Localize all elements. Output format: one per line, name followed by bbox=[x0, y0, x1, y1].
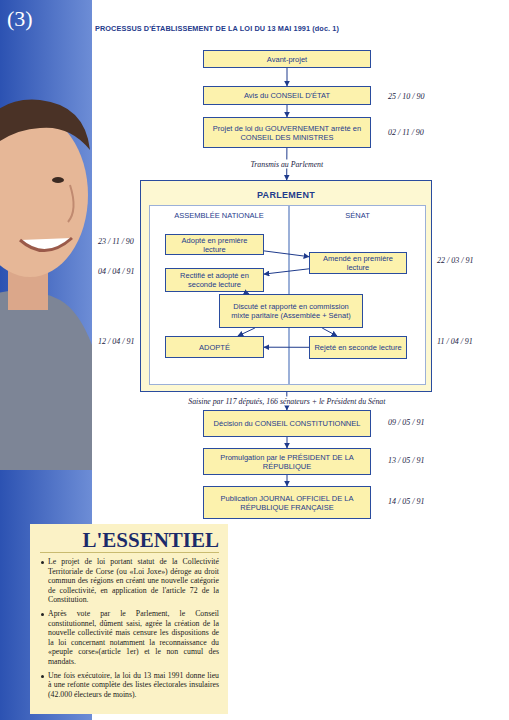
step-box: Rectifié et adopté en seconde lecture bbox=[165, 268, 264, 292]
nose bbox=[68, 185, 74, 222]
face bbox=[0, 113, 88, 277]
date-label: 09 / 05 / 91 bbox=[388, 418, 424, 427]
step-box: Discuté et rapporté en commission mixte … bbox=[219, 294, 363, 328]
bullet-text: Après vote par le Parlement, le Conseil … bbox=[40, 609, 219, 667]
date-label: 22 / 03 / 91 bbox=[437, 256, 473, 265]
box-text: Promulgation par le PRÉSIDENT DE LA RÉPU… bbox=[208, 453, 366, 471]
process-box: Avant-projet bbox=[203, 50, 371, 68]
bullet-text: Une fois exécutoire, la loi du 13 mai 19… bbox=[40, 671, 219, 700]
eye bbox=[52, 177, 64, 183]
box-text: Rejeté en seconde lecture bbox=[314, 343, 401, 352]
parliament-frame: PARLEMENT ASSEMBLÉE NATIONALE Adopté en pr… bbox=[140, 180, 432, 392]
hair bbox=[0, 100, 90, 170]
flow-arrow bbox=[287, 437, 288, 448]
date-label: 13 / 05 / 91 bbox=[388, 456, 424, 465]
step-box: Adopté en première lecture bbox=[165, 234, 264, 255]
box-text: Adopté en première lecture bbox=[170, 236, 259, 254]
box-text: Avant-projet bbox=[267, 55, 307, 64]
step-box: ADOPTÉ bbox=[165, 336, 264, 358]
diagram-title: PROCESSUS D'ÉTABLISSEMENT DE LA LOI DU 1… bbox=[95, 24, 339, 33]
flow-arrow bbox=[287, 105, 288, 117]
smile bbox=[20, 238, 72, 251]
step-box: Amendé en première lecture bbox=[309, 252, 407, 274]
box-text: Décision du CONSEIL CONSTITUTIONNEL bbox=[214, 419, 361, 428]
shirt bbox=[0, 290, 92, 470]
frame-heading: PARLEMENT bbox=[141, 190, 431, 200]
date-label: 14 / 05 / 91 bbox=[388, 497, 424, 506]
page-number: (3) bbox=[7, 6, 33, 32]
process-box: Projet de loi du GOUVERNEMENT arrêté en … bbox=[203, 117, 371, 148]
date-label: 23 / 11 / 90 bbox=[98, 237, 134, 246]
flow-arrow bbox=[287, 475, 288, 486]
box-text: ADOPTÉ bbox=[199, 343, 230, 352]
process-box: Promulgation par le PRÉSIDENT DE LA RÉPU… bbox=[203, 448, 371, 475]
panel-heading: ASSEMBLÉE NATIONALE bbox=[150, 211, 288, 220]
date-label: 25 / 10 / 90 bbox=[388, 92, 424, 101]
edge-label: Saisine par 117 députés, 166 sénateurs +… bbox=[185, 397, 388, 406]
box-text: Amendé en première lecture bbox=[314, 254, 402, 272]
step-box: Rejeté en seconde lecture bbox=[309, 336, 407, 359]
box-text: Rectifié et adopté en seconde lecture bbox=[170, 271, 259, 289]
date-label: 02 / 11 / 90 bbox=[388, 128, 424, 137]
summary-box: L'ESSENTIEL Le projet de loi portant stat… bbox=[30, 524, 228, 714]
process-box: Décision du CONSEIL CONSTITUTIONNEL bbox=[203, 410, 371, 437]
date-label: 11 / 04 / 91 bbox=[437, 337, 473, 346]
process-box: Avis du CONSEIL D'ÉTAT bbox=[203, 86, 371, 105]
edge-label: Transmis au Parlement bbox=[247, 160, 326, 169]
process-box: Publication JOURNAL OFFICIEL DE LA RÉPUB… bbox=[203, 486, 371, 519]
flow-arrow bbox=[287, 68, 288, 86]
box-text: Avis du CONSEIL D'ÉTAT bbox=[244, 91, 330, 100]
summary-heading: L'ESSENTIEL bbox=[40, 528, 219, 553]
box-text: Projet de loi du GOUVERNEMENT arrêté en … bbox=[208, 124, 366, 142]
box-text: Discuté et rapporté en commission mixte … bbox=[224, 302, 358, 320]
panel-heading: SÉNAT bbox=[290, 211, 425, 220]
bullet-text: Le projet de loi portant statut de la Co… bbox=[40, 557, 219, 605]
date-label: 04 / 04 / 91 bbox=[98, 267, 134, 276]
box-text: Publication JOURNAL OFFICIEL DE LA RÉPUB… bbox=[208, 494, 366, 512]
date-label: 12 / 04 / 91 bbox=[98, 337, 134, 346]
